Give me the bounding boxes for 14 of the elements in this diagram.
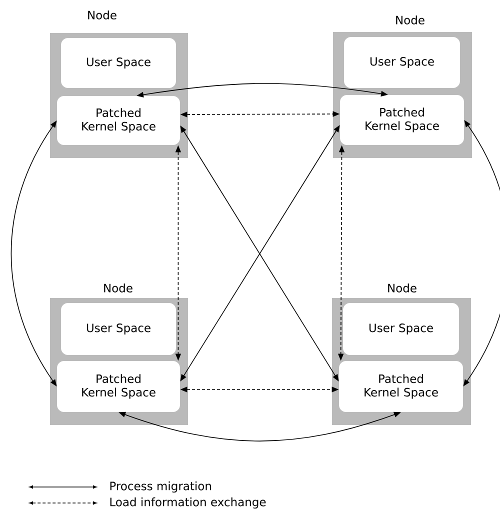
node-heading: Node <box>388 284 416 292</box>
kernel-space-box: Patched Kernel Space <box>340 95 464 145</box>
user-space-box: User Space <box>343 303 459 355</box>
kernel-space-box: Patched Kernel Space <box>339 361 463 412</box>
legend-text: Load information exchange <box>110 497 266 509</box>
user-space-box: User Space <box>344 37 460 88</box>
node-heading: Node <box>396 16 424 24</box>
node-heading: Node <box>104 284 132 292</box>
kernel-space-box: Patched Kernel Space <box>57 96 180 145</box>
node-heading: Node <box>88 10 116 20</box>
user-space-box: User Space <box>61 38 176 88</box>
legend-text: Process migration <box>110 481 211 493</box>
kernel-space-box: Patched Kernel Space <box>57 361 180 412</box>
user-space-box: User Space <box>61 303 176 355</box>
